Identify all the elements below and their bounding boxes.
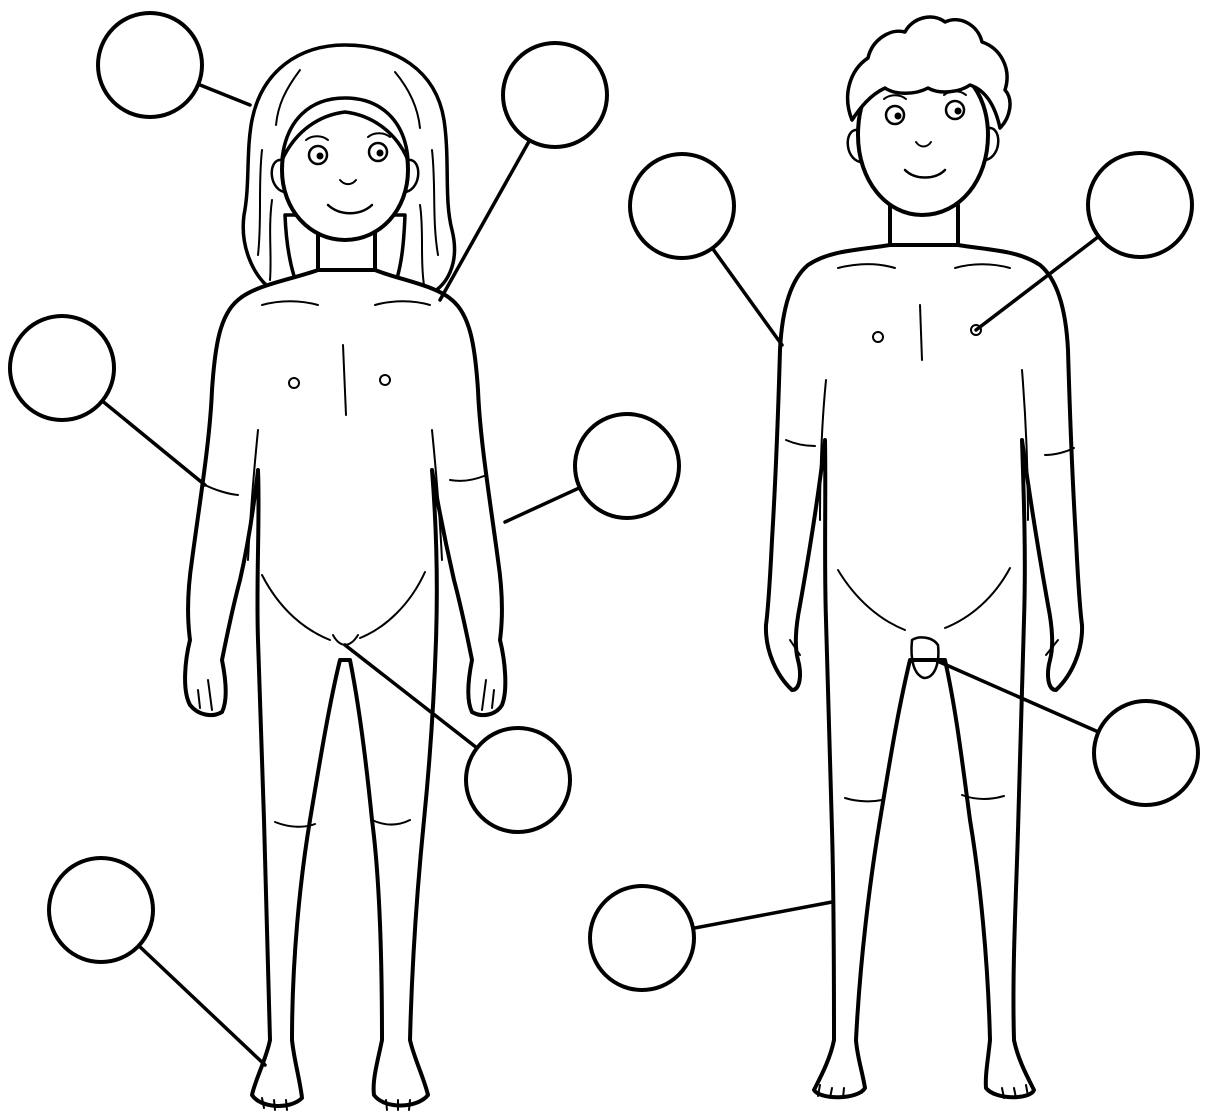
girl-elbow-label-bubble[interactable]	[10, 316, 114, 420]
boy-leg-label-bubble[interactable]	[590, 886, 694, 990]
girl-shoulder-leader-line	[440, 140, 530, 300]
girl-hair-label-bubble[interactable]	[98, 13, 202, 117]
girl-vulva-label-bubble[interactable]	[466, 728, 570, 832]
boy-arm-label-bubble[interactable]	[630, 154, 734, 258]
girl-elbow-leader-line	[102, 401, 205, 485]
girl-arm-leader-line	[505, 488, 580, 522]
girl-foot-label-bubble[interactable]	[49, 858, 153, 962]
girl-figure	[185, 45, 505, 1110]
boy-nipple-label-bubble[interactable]	[1088, 153, 1192, 257]
boy-penis-label-bubble[interactable]	[1094, 701, 1198, 805]
boy-arm-leader-line	[712, 248, 782, 345]
girl-hair-leader-line	[198, 84, 250, 105]
boy-leg-leader-line	[693, 902, 832, 928]
girl-shoulder-label-bubble[interactable]	[503, 43, 607, 147]
boy-body	[766, 245, 1082, 1097]
boy-figure	[766, 17, 1082, 1098]
girl-arm-label-bubble[interactable]	[575, 414, 679, 518]
girl-foot-leader-line	[139, 946, 265, 1065]
